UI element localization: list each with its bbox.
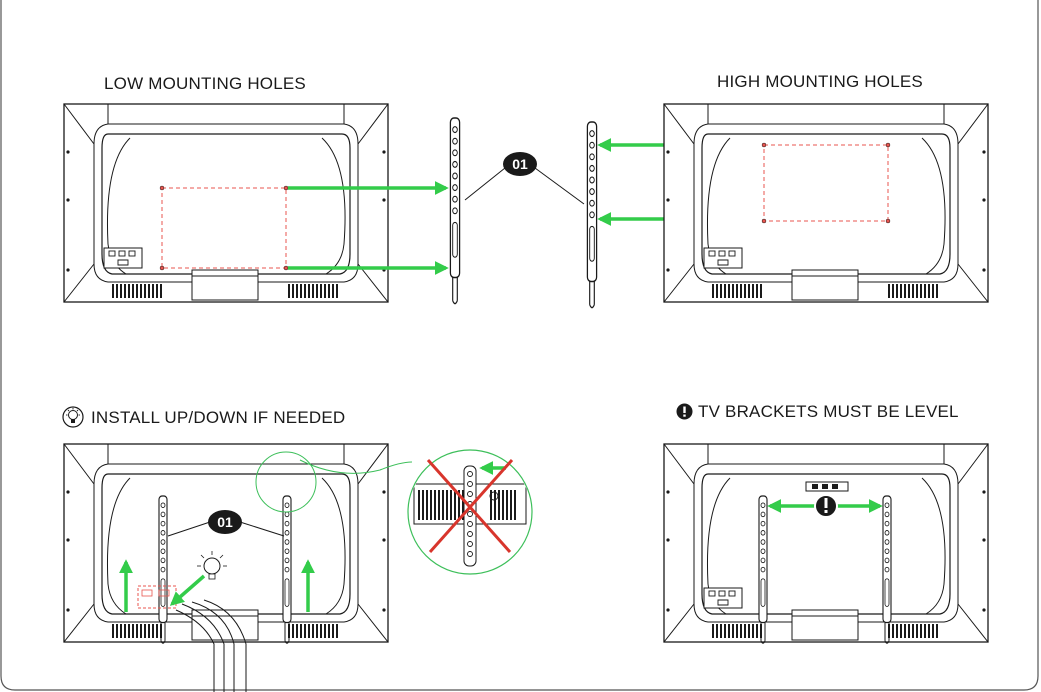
lightbulb-icon [62,406,84,428]
tv-back-install [63,443,389,692]
cross-mark-b [428,459,514,553]
part-callout-top: 01 [503,152,537,176]
arrow-diagonal [169,574,206,606]
exclamation-icon [676,403,693,420]
high-hole-pattern [763,144,889,222]
lightbulb-tip-icon [197,551,227,580]
bracket-side-high [586,121,598,309]
section-title-install: INSTALL UP/DOWN IF NEEDED [91,408,346,427]
part-callout-bottom: 01 [208,510,242,534]
section-title-high: HIGH MOUNTING HOLES [717,72,923,91]
bracket-side-low [449,117,461,305]
section-title-low: LOW MOUNTING HOLES [104,74,306,93]
section-title-level: TV BRACKETS MUST BE LEVEL [698,402,959,421]
tv-back-level [663,443,989,644]
tv-back-high [663,103,989,303]
zoom-source-ring [255,451,317,513]
low-hole-pattern [161,187,287,269]
zoom-detail [407,449,533,575]
tv-back-low [63,103,389,303]
